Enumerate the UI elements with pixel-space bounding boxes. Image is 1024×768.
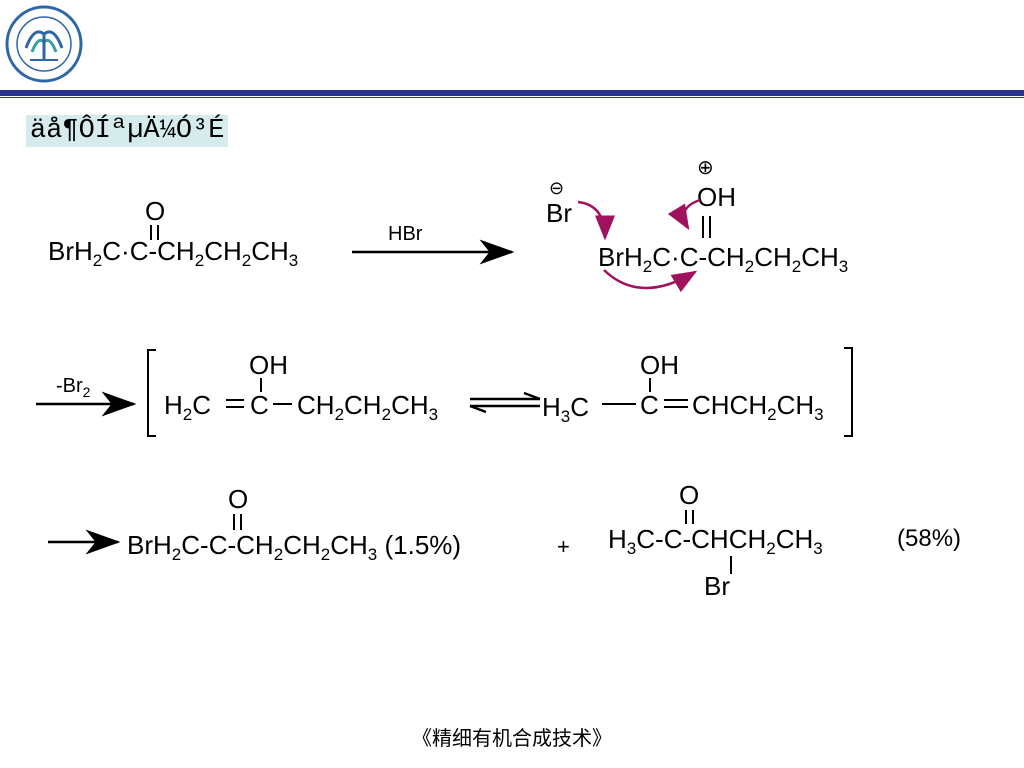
plus-charge: ⊕: [697, 157, 714, 179]
enol-left-chain: CH2CH2CH3: [297, 390, 438, 424]
slide-title: äå¶ÔÍªµÄ¼Ó³É: [26, 115, 229, 147]
curved-arrow-br: [577, 200, 615, 241]
bromide-ion: Br: [546, 198, 572, 228]
product-2: O H3C-C-CHCH2CH3 Br (58%): [608, 480, 961, 601]
curved-arrow-oh: [667, 198, 701, 231]
intermediate-oh: OH: [697, 182, 736, 212]
product2-yield: (58%): [897, 525, 961, 552]
curved-arrow-bottom: [603, 269, 698, 293]
enol-right-oh: OH: [640, 350, 679, 380]
header-divider: [0, 90, 1024, 96]
enol-right: OH H3C C CHCH2CH3: [542, 350, 824, 426]
plus-sign: +: [557, 534, 570, 559]
enol-left-formula: H2C: [164, 390, 211, 424]
reactant-carbonyl-o: O: [145, 196, 165, 226]
svg-text:C: C: [250, 390, 269, 420]
reactant-formula: BrH2C·C-CH2CH2CH3: [48, 236, 298, 270]
enol-right-h3c: H3C: [542, 392, 589, 426]
svg-text:C: C: [640, 390, 659, 420]
equilibrium-arrows: [469, 391, 541, 414]
footer-course-title: 《精细有机合成技术》: [412, 726, 612, 750]
product2-formula: H3C-C-CHCH2CH3: [608, 524, 823, 558]
header-divider-thin: [0, 97, 1024, 98]
university-seal-icon: [5, 5, 83, 83]
enol-left-oh: OH: [249, 350, 288, 380]
intermediate-formula: BrH2C·C-CH2CH2CH3: [598, 242, 848, 276]
product-1: O BrH2C-C-CH2CH2CH3 (1.5%) +: [127, 484, 570, 564]
product1-o: O: [228, 484, 248, 514]
reagent-label: HBr: [388, 223, 423, 245]
enol-left: OH H2C C CH2CH2CH3: [164, 350, 438, 424]
reactant-molecule: O BrH2C·C-CH2CH2CH3: [48, 196, 298, 270]
bracket-left: [147, 349, 156, 437]
minus-charge: ⊖: [549, 178, 564, 198]
product2-o: O: [679, 480, 699, 510]
enol-right-chain: CHCH2CH3: [692, 390, 824, 424]
product2-br: Br: [704, 571, 730, 601]
protonated-intermediate: ⊕ OH ⊖ Br BrH2C·C-CH2CH2CH3: [546, 157, 848, 293]
product1-formula: BrH2C-C-CH2CH2CH3 (1.5%): [127, 530, 461, 564]
bracket-right: [844, 347, 853, 437]
debromination-label: -Br2: [56, 375, 91, 400]
